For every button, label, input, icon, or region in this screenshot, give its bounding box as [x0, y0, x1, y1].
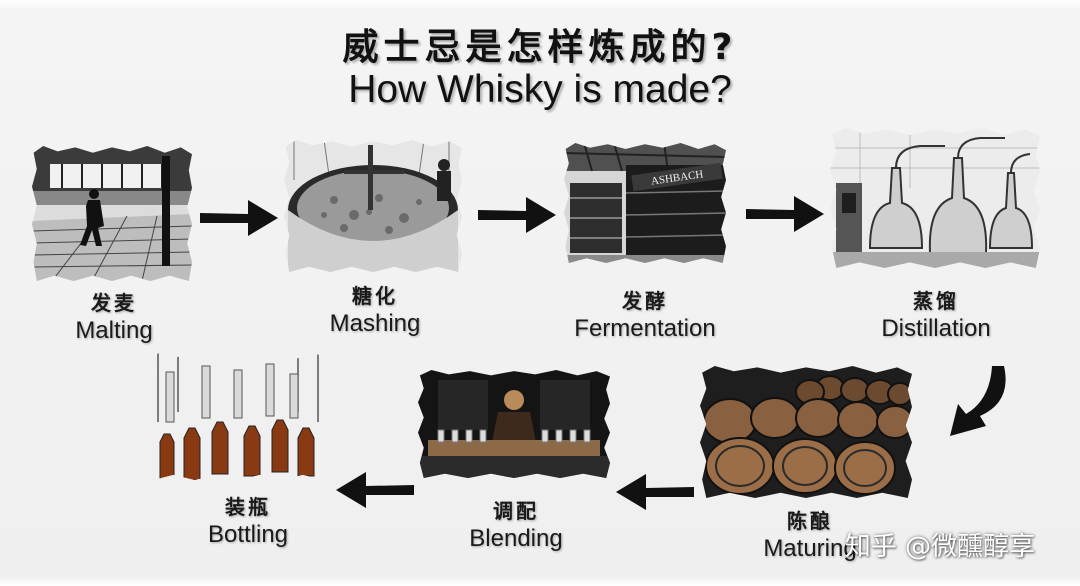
malting-photo	[32, 146, 192, 281]
step-mashing: 糖化 Mashing	[300, 283, 450, 339]
step-label-en: Mashing	[300, 309, 450, 339]
title-chinese: 威士忌是怎样炼成的?	[0, 18, 1080, 70]
step-label-en: Malting	[44, 316, 184, 346]
step-fermentation: 发酵 Fermentation	[560, 288, 730, 344]
arrow-right-icon	[198, 196, 280, 240]
title-english: How Whisky is made?	[0, 68, 1080, 112]
step-bottling: 装瓶 Bottling	[178, 494, 318, 550]
step-malting: 发麦 Malting	[44, 290, 184, 346]
step-label-cn: 发酵	[560, 288, 730, 314]
arrow-right-icon	[476, 193, 558, 237]
arrow-right-icon	[744, 192, 826, 236]
step-distillation: 蒸馏 Distillation	[866, 288, 1006, 344]
maturing-photo	[700, 366, 912, 498]
step-label-en: Fermentation	[560, 314, 730, 344]
watermark: 知乎 @微醺醇享	[810, 526, 1070, 563]
step-label-en: Distillation	[866, 314, 1006, 344]
step-label-cn: 发麦	[44, 290, 184, 316]
step-label-cn: 蒸馏	[866, 288, 1006, 314]
curved-arrow-down-icon	[946, 364, 1010, 440]
distillation-photo	[830, 128, 1040, 268]
step-label-cn: 装瓶	[178, 494, 318, 520]
step-label-en: Bottling	[178, 520, 318, 550]
arrow-left-icon	[612, 470, 696, 514]
arrow-left-icon	[332, 468, 416, 512]
step-label-cn: 调配	[446, 498, 586, 524]
step-label-en: Blending	[446, 524, 586, 554]
step-blending: 调配 Blending	[446, 498, 586, 554]
blending-photo	[418, 370, 610, 478]
step-label-cn: 糖化	[300, 283, 450, 309]
fermentation-photo: ASHBACH	[564, 143, 726, 263]
bottling-photo	[148, 352, 328, 480]
mashing-photo	[284, 140, 462, 272]
